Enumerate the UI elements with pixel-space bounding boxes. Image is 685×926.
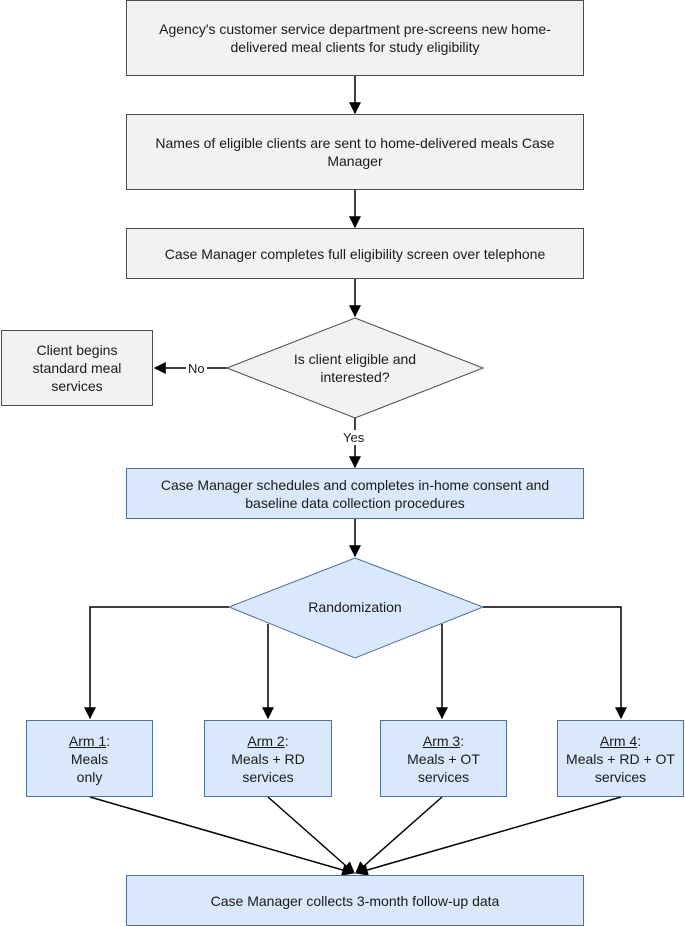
arm-4-desc: Meals + RD + OT services bbox=[566, 750, 675, 785]
arm-4-colon: : bbox=[637, 732, 642, 749]
names-sent-box: Names of eligible clients are sent to ho… bbox=[126, 114, 584, 190]
prescreen-box: Agency's customer service department pre… bbox=[126, 0, 584, 76]
arm-2-desc: Meals + RD services bbox=[231, 750, 305, 785]
arm-4-box: Arm 4: Meals + RD + OT services bbox=[557, 720, 684, 797]
arm-1-colon: : bbox=[106, 732, 111, 749]
randomization-diamond bbox=[227, 557, 485, 659]
phone-screen-box: Case Manager completes full eligibility … bbox=[126, 228, 584, 279]
arm-3-colon: : bbox=[460, 732, 465, 749]
arm-4-heading: Arm 4: bbox=[600, 732, 641, 750]
arrow-arm3-to-followup bbox=[355, 796, 443, 874]
arm-1-title: Arm 1 bbox=[68, 732, 107, 749]
followup-text: Case Manager collects 3-month follow-up … bbox=[210, 892, 500, 909]
phone-screen-text: Case Manager completes full eligibility … bbox=[164, 245, 546, 262]
arm-4-title: Arm 4 bbox=[599, 732, 638, 749]
standard-services-text: Client begins standard meal services bbox=[32, 342, 122, 394]
arm-2-colon: : bbox=[284, 732, 289, 749]
followup-box: Case Manager collects 3-month follow-up … bbox=[126, 875, 584, 926]
randomization-text: Randomization bbox=[308, 599, 402, 615]
arm-3-heading: Arm 3: bbox=[423, 732, 464, 750]
no-edge-label: No bbox=[186, 361, 207, 376]
yes-edge-label: Yes bbox=[341, 430, 367, 445]
standard-services-box: Client begins standard meal services bbox=[1, 330, 153, 406]
arm-2-box: Arm 2: Meals + RD services bbox=[204, 720, 332, 797]
arm-3-title: Arm 3 bbox=[422, 732, 461, 749]
prescreen-text: Agency's customer service department pre… bbox=[159, 21, 551, 55]
arrow-randomization-arm1 bbox=[84, 606, 229, 720]
arrow-arm1-to-followup bbox=[89, 796, 355, 876]
arm-3-desc: Meals + OT services bbox=[407, 750, 480, 785]
arm-3-box: Arm 3: Meals + OT services bbox=[380, 720, 507, 797]
arrow-arm4-to-followup bbox=[355, 796, 622, 876]
consent-text: Case Manager schedules and completes in-… bbox=[160, 476, 550, 511]
arm-1-desc: Meals only bbox=[70, 750, 109, 785]
eligibility-decision-text: Is client eligible and interested? bbox=[293, 351, 417, 385]
arm-2-title: Arm 2 bbox=[247, 732, 285, 749]
names-sent-text: Names of eligible clients are sent to ho… bbox=[155, 135, 555, 169]
arrow-randomization-arm4 bbox=[483, 606, 627, 720]
arm-1-heading: Arm 1: bbox=[69, 732, 110, 750]
arm-1-box: Arm 1: Meals only bbox=[26, 720, 153, 797]
arrow-arm2-to-followup bbox=[267, 796, 355, 874]
consent-box: Case Manager schedules and completes in-… bbox=[126, 468, 584, 519]
arm-2-heading: Arm 2: bbox=[247, 732, 288, 750]
